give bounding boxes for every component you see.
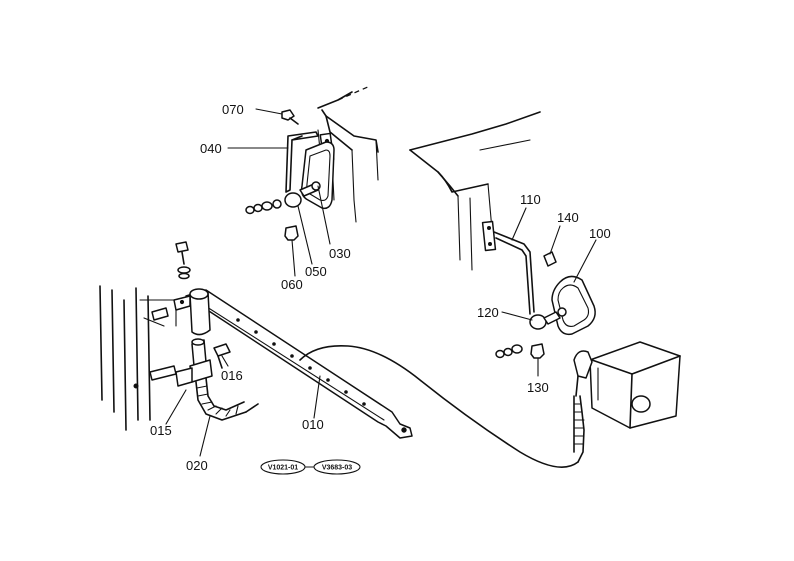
harness-bar-010 <box>185 289 413 439</box>
top-bolt-washer <box>175 241 191 280</box>
right-cap-130 <box>530 343 545 359</box>
left-mirror-030 <box>300 141 335 210</box>
left-mirror-joint-050 <box>284 181 321 208</box>
callout-140: 140 <box>557 210 579 225</box>
right-mirror-joint-120 <box>529 311 561 330</box>
wire <box>299 344 579 468</box>
reference-codes: V1021-01 V3683-03 <box>260 459 361 475</box>
plug-assembly <box>175 338 213 387</box>
reference-code-1: V1021-01 <box>268 465 298 472</box>
right-washers-nut <box>495 344 523 359</box>
callout-100: 100 <box>589 226 611 241</box>
callout-020: 020 <box>186 458 208 473</box>
callout-015: 015 <box>150 423 172 438</box>
flex-conduit-020 <box>195 377 259 421</box>
callout-130: 130 <box>527 380 549 395</box>
left-washers-nut <box>245 199 282 215</box>
reference-code-2: V3683-03 <box>322 465 352 472</box>
screw-016 <box>213 343 231 369</box>
callout-050: 050 <box>305 264 327 279</box>
reference-oval-2 <box>313 459 361 475</box>
callout-040: 040 <box>200 141 222 156</box>
left-cap-060 <box>284 225 299 241</box>
right-cab-structure <box>409 111 541 271</box>
right-flex-conduit <box>573 395 585 463</box>
left-cab-structure <box>317 85 379 223</box>
callout-120: 120 <box>477 305 499 320</box>
right-mirror-100 <box>551 275 596 336</box>
callout-110: 110 <box>520 192 541 207</box>
leader-lines <box>165 108 597 457</box>
callout-060: 060 <box>281 277 303 292</box>
left-bolt-070 <box>281 109 299 125</box>
callout-010: 010 <box>302 417 324 432</box>
right-mirror-arm-110 <box>481 220 535 315</box>
left-frame <box>99 285 177 431</box>
callout-labels: 070 040 030 050 060 110 140 100 120 130 … <box>150 102 611 473</box>
callout-016: 016 <box>221 368 243 383</box>
light-housing <box>573 341 681 429</box>
callout-030: 030 <box>329 246 351 261</box>
callout-070: 070 <box>222 102 244 117</box>
right-bolt-140 <box>543 251 557 267</box>
post-bracket <box>173 288 211 336</box>
